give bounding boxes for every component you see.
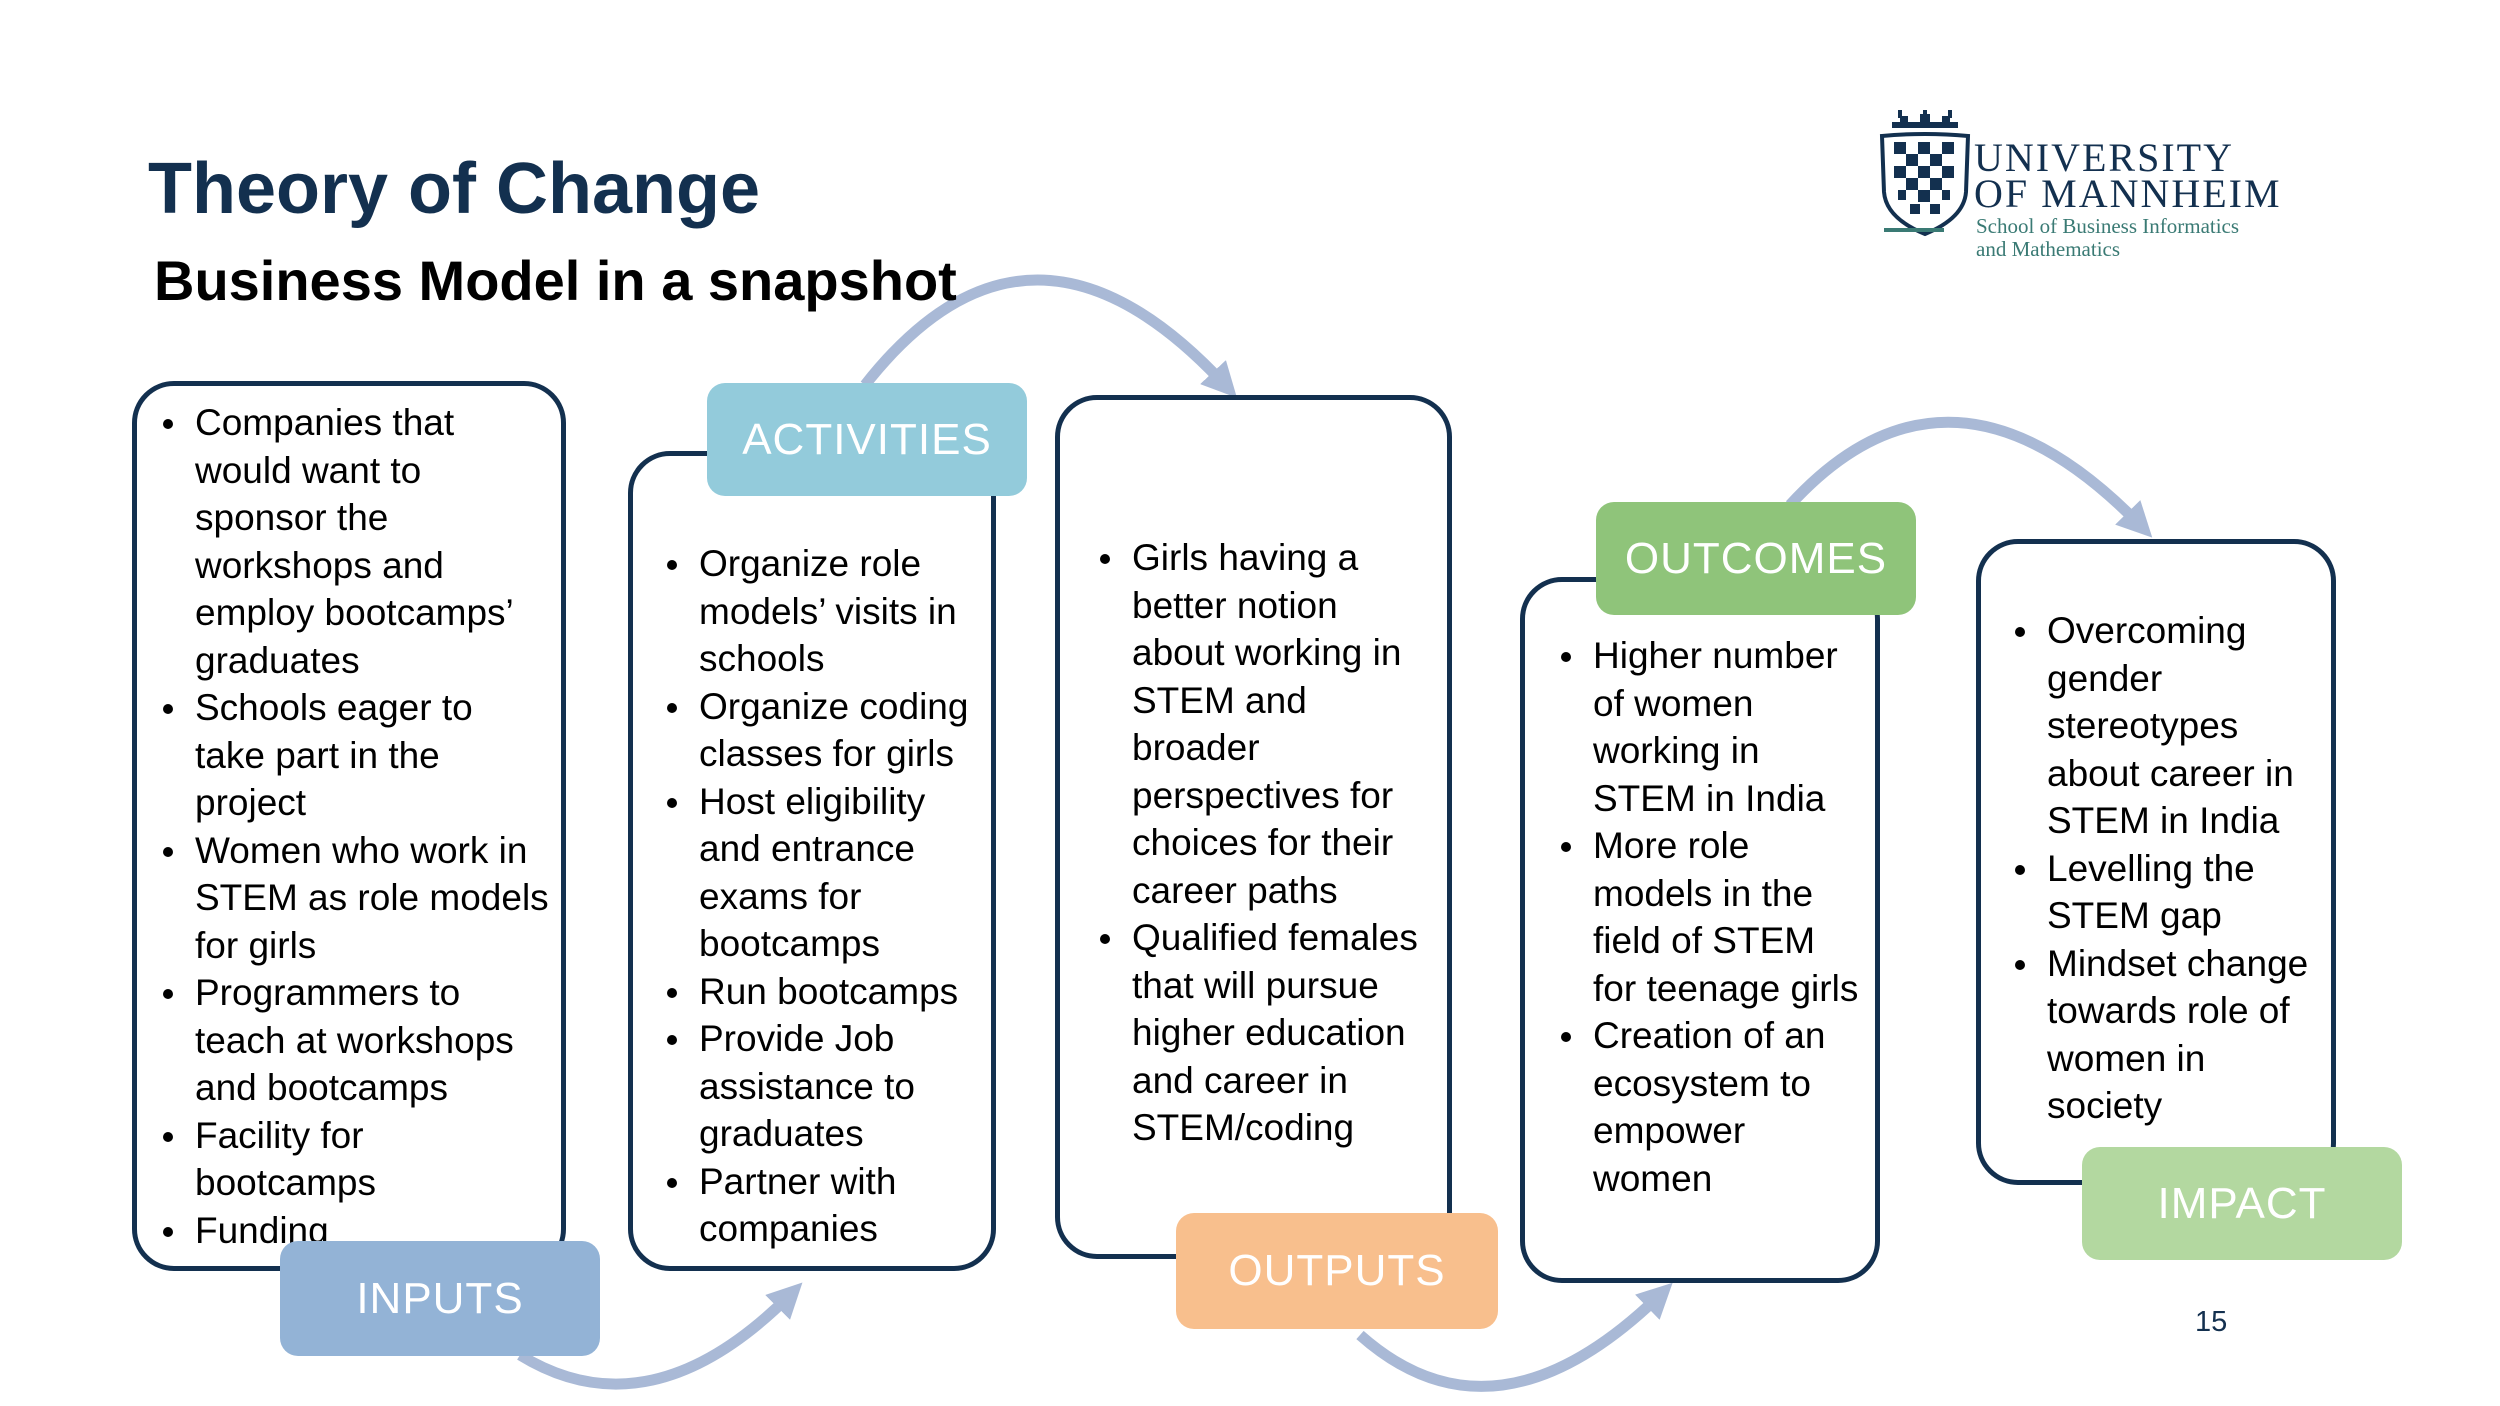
list-item: Women who work in STEM as role models fo…	[163, 827, 551, 970]
impact-list: Overcoming gender stereotypes about care…	[2015, 607, 2321, 1130]
page-title: Theory of Change	[148, 149, 761, 229]
list-item: Schools eager to take part in the projec…	[163, 684, 551, 827]
list-item: Companies that would want to sponsor the…	[163, 399, 551, 684]
list-item: Partner with companies	[667, 1158, 985, 1253]
list-item: Creation of an ecosystem to empower wome…	[1561, 1012, 1865, 1202]
arrow-outputs-to-outcomes	[1356, 1282, 1673, 1392]
list-item: Host eligibility and entrance exams for …	[667, 778, 985, 968]
outcomes-box: Higher number of women working in STEM i…	[1520, 577, 1880, 1283]
activities-box: Organize role models’ visits in schools …	[628, 451, 996, 1271]
logo-sub-2: and Mathematics	[1976, 237, 2121, 261]
list-item: Levelling the STEM gap	[2015, 845, 2321, 940]
arrow-activities-to-outputs	[860, 274, 1237, 398]
list-item: Overcoming gender stereotypes about care…	[2015, 607, 2321, 845]
inputs-box: Companies that would want to sponsor the…	[132, 381, 566, 1271]
list-item: Organize role models’ visits in schools	[667, 540, 985, 683]
castle-crest-icon	[1879, 110, 1971, 237]
impact-label: IMPACT	[2082, 1147, 2402, 1260]
outputs-box: Girls having a better notion about worki…	[1055, 395, 1452, 1259]
list-item: Higher number of women working in STEM i…	[1561, 632, 1865, 822]
impact-box: Overcoming gender stereotypes about care…	[1976, 539, 2336, 1185]
page-number: 15	[2195, 1306, 2228, 1338]
list-item: Girls having a better notion about worki…	[1100, 534, 1437, 914]
inputs-list: Companies that would want to sponsor the…	[163, 399, 551, 1254]
logo-sub-1: School of Business Informatics	[1976, 214, 2240, 238]
activities-list: Organize role models’ visits in schools …	[667, 540, 985, 1253]
arrow-inputs-to-activities	[517, 1282, 803, 1390]
activities-label: ACTIVITIES	[707, 383, 1027, 496]
list-item: Provide Job assistance to graduates	[667, 1015, 985, 1158]
list-item: Mindset change towards role of women in …	[2015, 940, 2321, 1130]
list-item: More role models in the field of STEM fo…	[1561, 822, 1865, 1012]
list-item: Qualified females that will pursue highe…	[1100, 914, 1437, 1152]
outcomes-list: Higher number of women working in STEM i…	[1561, 632, 1865, 1202]
arrow-outcomes-to-impact	[1785, 416, 2153, 538]
logo-line-1: UNIVERSITY	[1974, 135, 2234, 180]
list-item: Run bootcamps	[667, 968, 985, 1016]
inputs-label: INPUTS	[280, 1241, 600, 1356]
page-subtitle: Business Model in a snapshot	[154, 249, 957, 312]
outcomes-label: OUTCOMES	[1596, 502, 1916, 615]
list-item: Programmers to teach at workshops and bo…	[163, 969, 551, 1112]
logo-line-2: OF MANNHEIM	[1974, 171, 2282, 216]
list-item: Facility for bootcamps	[163, 1112, 551, 1207]
outputs-list: Girls having a better notion about worki…	[1100, 534, 1437, 1152]
outputs-label: OUTPUTS	[1176, 1213, 1498, 1329]
list-item: Organize coding classes for girls	[667, 683, 985, 778]
